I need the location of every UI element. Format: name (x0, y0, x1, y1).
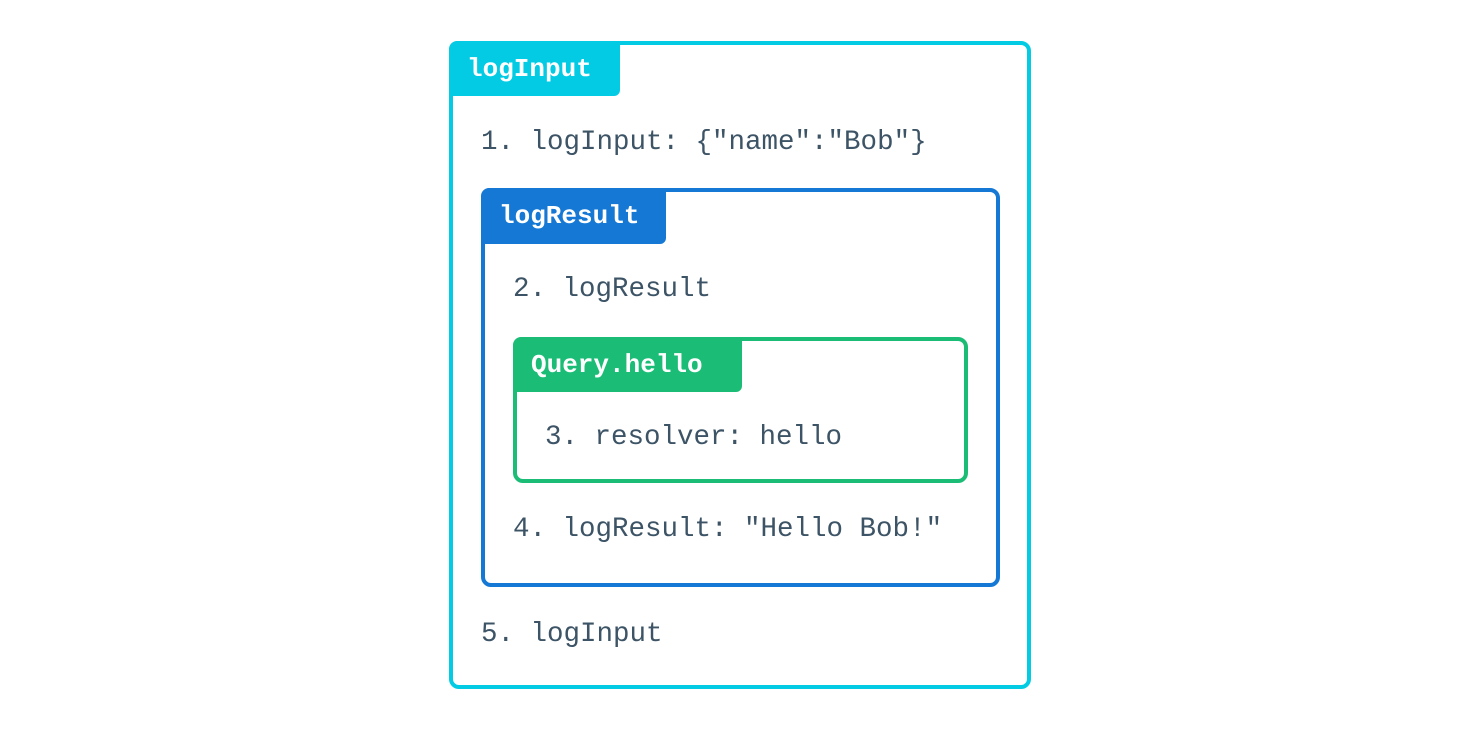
step-1-text: 1. logInput: {"name":"Bob"} (481, 127, 927, 158)
step-5-text: 5. logInput (481, 619, 663, 650)
query-hello-box: Query.hello (513, 337, 968, 483)
loginput-box: logInput (449, 41, 1031, 689)
step-3-text: 3. resolver: hello (545, 422, 843, 453)
query-hello-label: Query.hello (513, 337, 742, 392)
step-2-text: 2. logResult (513, 274, 712, 305)
loginput-label: logInput (449, 41, 620, 96)
logresult-label: logResult (481, 188, 666, 244)
step-4-text: 4. logResult: "Hello Bob!" (513, 514, 943, 545)
logresult-box: logResult (481, 188, 1000, 587)
